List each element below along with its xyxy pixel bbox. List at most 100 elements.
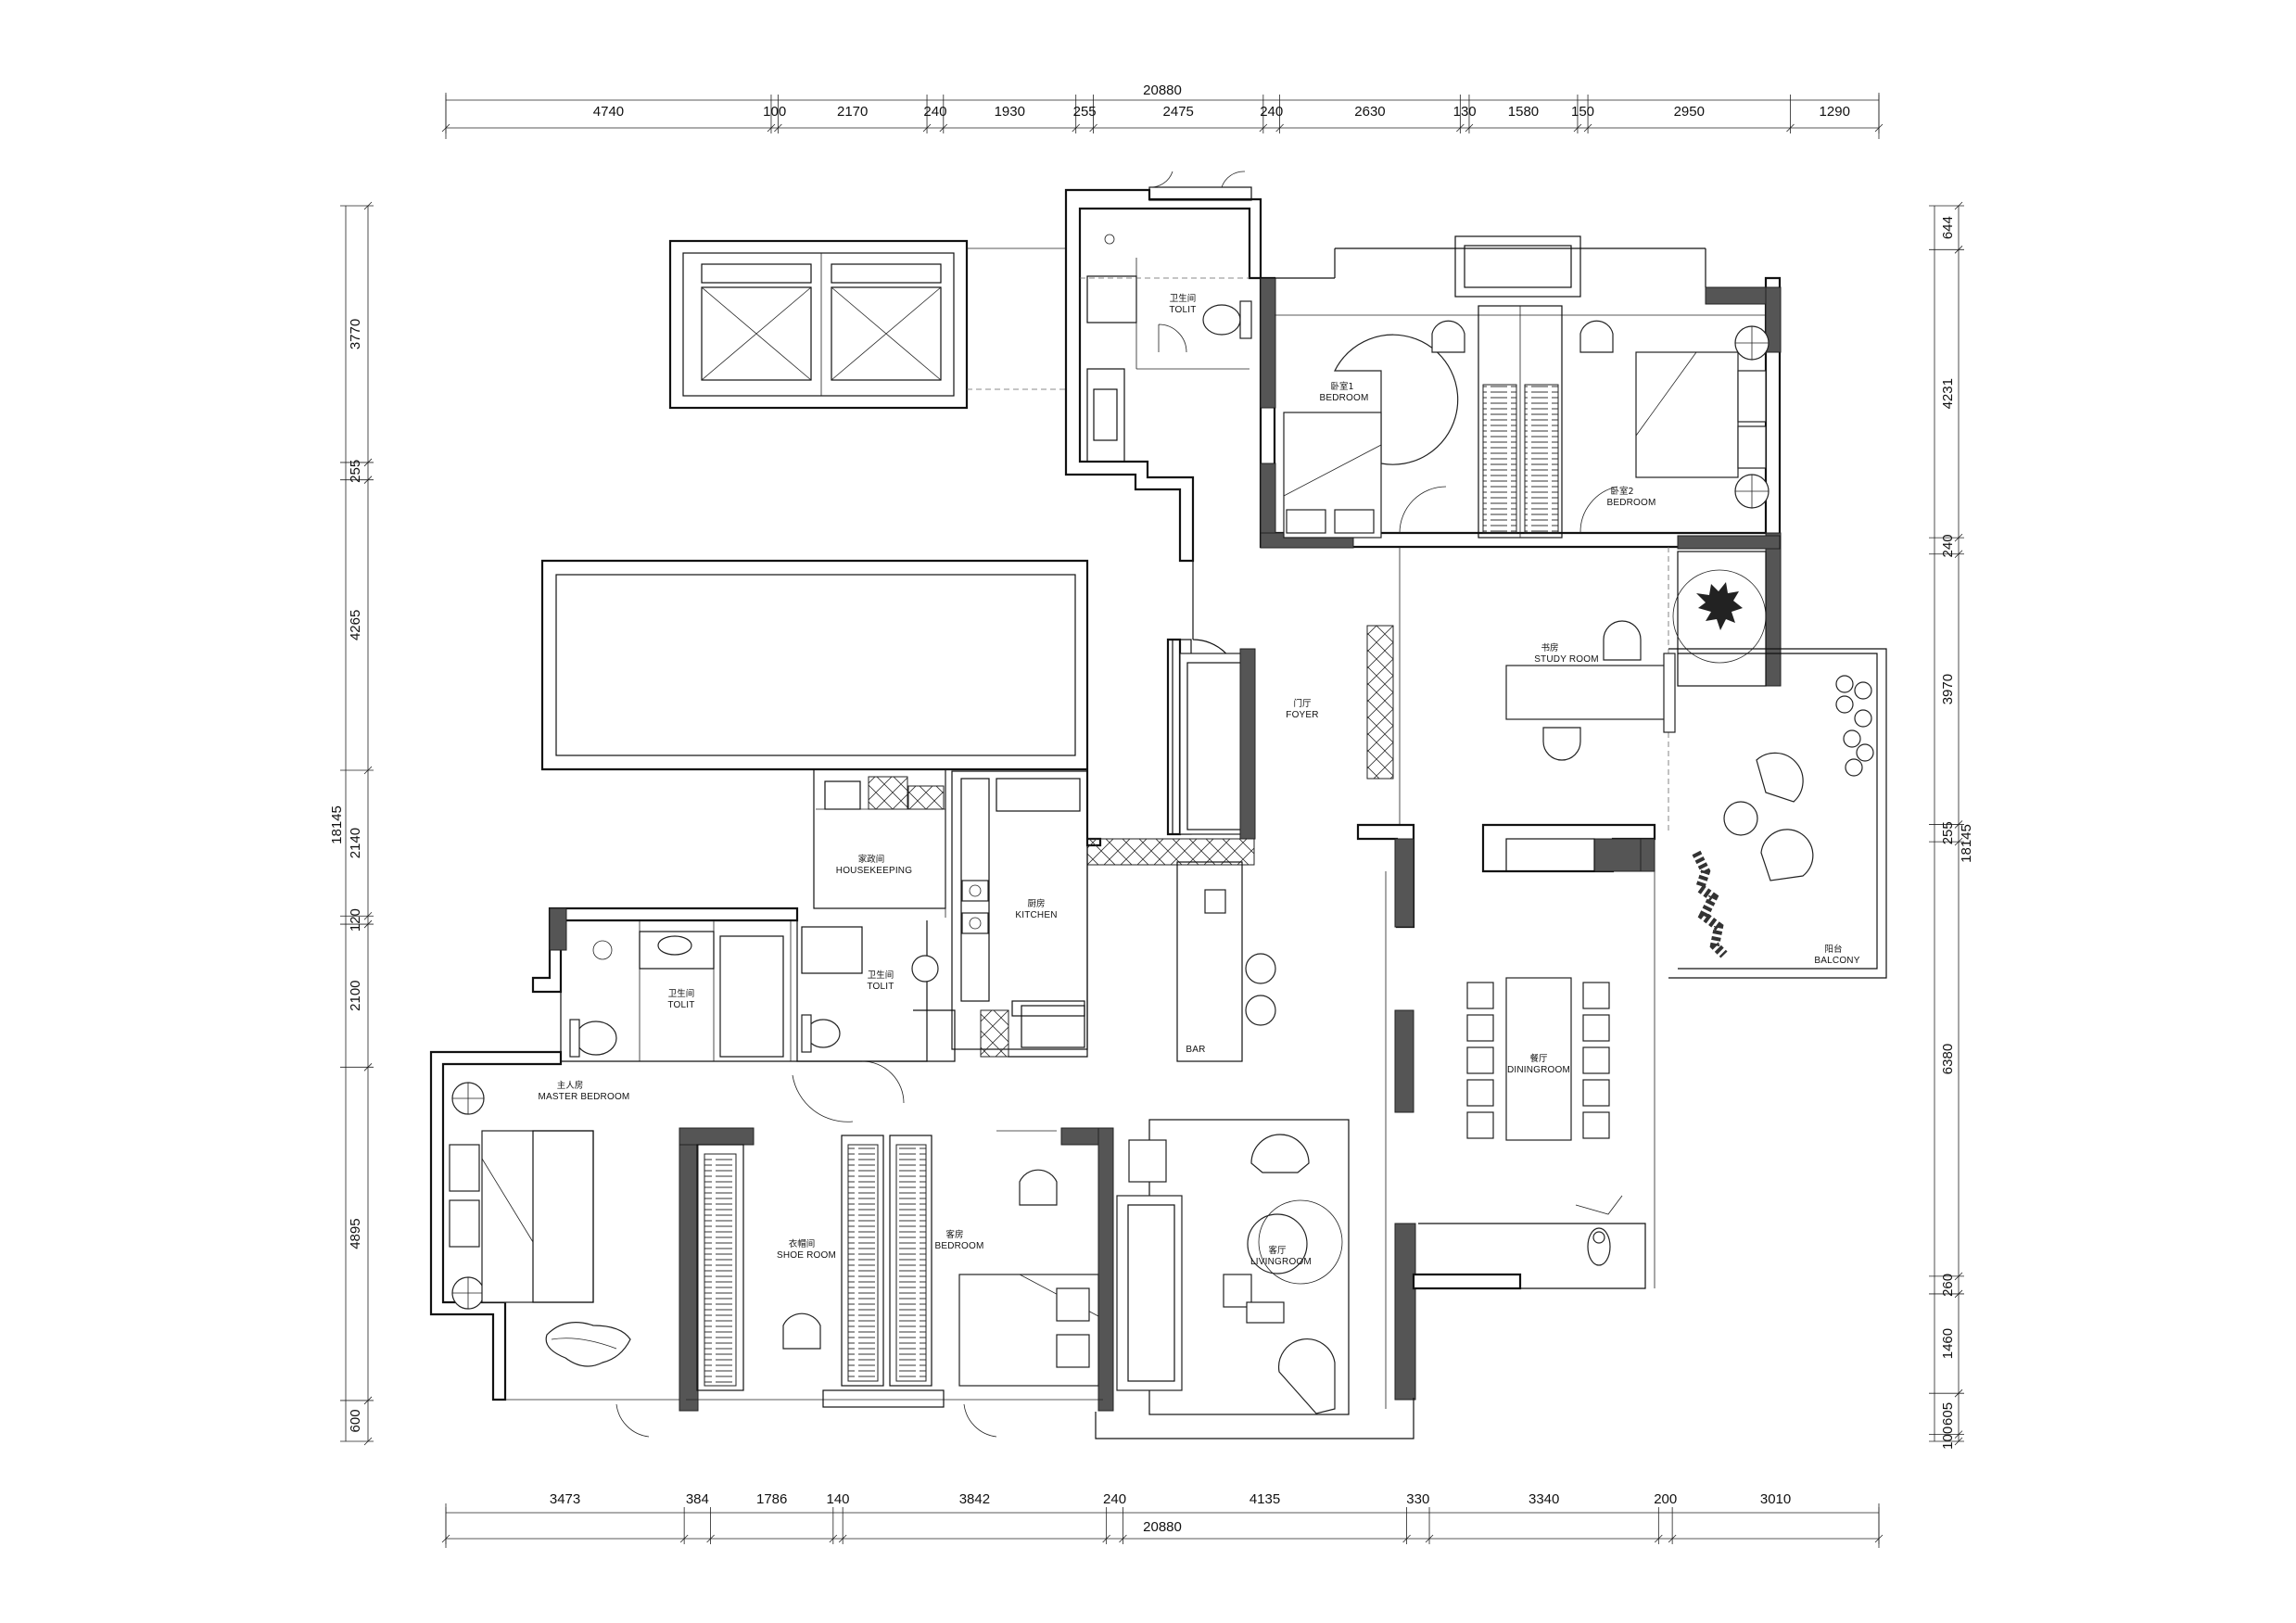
dimension-tick: [363, 766, 373, 775]
dimension-tick: [1583, 123, 1592, 133]
dimension-tick: [922, 123, 932, 133]
dimension-tick: [1072, 123, 1080, 133]
label-toilet-mid-en: TOLIT: [867, 982, 894, 992]
dimension-tick: [1874, 123, 1884, 133]
label-master-cn: 主人房: [557, 1080, 584, 1091]
dim-top-label: 150: [1571, 104, 1594, 120]
dim-left-label: 3770: [348, 319, 363, 349]
dim-left-label: 2140: [348, 828, 363, 858]
dim-right-label: 255: [1940, 821, 1956, 844]
dim-right-label: 6380: [1940, 1044, 1956, 1074]
dim-top-label: 4740: [593, 104, 624, 120]
dimension-tick: [774, 123, 782, 133]
label-housekeeping-en: HOUSEKEEPING: [836, 866, 912, 876]
dimension-tick: [1954, 246, 1963, 254]
dimension-tick: [1954, 550, 1963, 559]
dimension-tick: [1786, 123, 1795, 133]
dim-top-label: 1580: [1508, 104, 1539, 120]
label-study-cn: 书房: [1541, 642, 1558, 653]
toilet-top-area: 卫生间 TOLIT: [1064, 171, 1262, 563]
housekeeping-kitchen: 家政间 HOUSEKEEPING 厨房 KITCHEN: [802, 768, 1088, 1058]
label-bedroom2-cn: 卧室2: [1610, 486, 1633, 497]
dimension-tick: [363, 911, 373, 920]
dimension-tick: [1089, 123, 1097, 133]
dim-right-label: 644: [1940, 216, 1956, 239]
dimension-tick: [829, 1534, 838, 1543]
dining-area: 餐厅 DININGROOM: [1356, 823, 1656, 1409]
dim-right-label: 100: [1940, 1426, 1956, 1450]
label-bedroom1-cn: 卧室1: [1330, 381, 1353, 392]
dimension-tick: [363, 475, 373, 484]
dim-left-label: 2100: [348, 980, 363, 1010]
dim-bottom-label: 140: [826, 1491, 849, 1507]
dim-top-label: 100: [763, 104, 786, 120]
dim-top-label: 2170: [837, 104, 868, 120]
dim-right-label: 1460: [1940, 1328, 1956, 1359]
person-icon: [1575, 1195, 1623, 1266]
label-balcony-cn: 阳台: [1824, 944, 1842, 955]
dimension-tick: [1573, 123, 1582, 133]
dim-top-overall: 20880: [1143, 82, 1182, 98]
void-block: [540, 559, 1102, 847]
dim-bottom-label: 3842: [959, 1491, 990, 1507]
elevator-shafts: [668, 239, 1078, 410]
plant-icon: [1692, 850, 1728, 958]
plant-icon: [1672, 569, 1767, 664]
dimension-tick: [1259, 123, 1268, 133]
dim-right-overall: 18145: [1959, 824, 1974, 863]
foyer-area: 门厅 FOYER: [1086, 561, 1319, 866]
dim-bottom-label: 330: [1406, 1491, 1429, 1507]
dimension-tick: [1465, 123, 1474, 133]
dimension-tick: [1954, 1430, 1963, 1439]
dim-bottom-label: 240: [1103, 1491, 1126, 1507]
label-toilet-left-en: TOLIT: [667, 1000, 694, 1010]
dimension-tick: [1119, 1534, 1127, 1543]
dimension-tick: [1954, 837, 1963, 846]
bedrooms-top: 卧室1 BEDROOM 卧室2 BEDROOM: [1259, 235, 1782, 687]
label-toilet-left-cn: 卫生间: [668, 988, 695, 999]
dimension-tick: [363, 1396, 373, 1405]
dimension-tick: [1874, 1534, 1884, 1543]
label-bar: BAR: [1186, 1045, 1205, 1055]
dim-left-label: 600: [348, 1409, 363, 1432]
dim-left-label: 4265: [348, 610, 363, 640]
dim-top-label: 130: [1453, 104, 1477, 120]
shoe-guest: 衣帽间 SHOE ROOM 客房 BEDROOM: [615, 1127, 1114, 1438]
dim-right-label: 605: [1940, 1402, 1956, 1426]
dim-right-label: 240: [1940, 534, 1956, 557]
label-kitchen-en: KITCHEN: [1015, 910, 1057, 920]
label-master-en: MASTER BEDROOM: [539, 1092, 630, 1102]
dim-left-label: 4895: [348, 1218, 363, 1249]
dimension-tick: [441, 123, 450, 133]
dim-right-label: 3970: [1940, 674, 1956, 704]
label-living-cn: 客厅: [1268, 1245, 1287, 1256]
dimension-tick: [1275, 123, 1284, 133]
dimension-tick: [1954, 820, 1963, 829]
dimension-tick: [706, 1534, 715, 1543]
dimension-tick: [939, 123, 948, 133]
dimension-tick: [1954, 1289, 1963, 1299]
label-dining-cn: 餐厅: [1529, 1053, 1548, 1064]
dimension-tick: [1954, 533, 1963, 542]
dimension-tick: [363, 919, 373, 929]
dim-top-label: 1930: [995, 104, 1025, 120]
dimension-tick: [363, 458, 373, 467]
dim-right-label: 4231: [1940, 378, 1956, 409]
label-foyer-cn: 门厅: [1293, 698, 1312, 709]
dimension-tick: [1954, 201, 1963, 210]
dimension-tick: [441, 1534, 450, 1543]
label-balcony-en: BALCONY: [1814, 956, 1859, 966]
toilets-lower: 卫生间 TOLIT 卫生间 TOLIT: [531, 907, 956, 1122]
dim-bottom-label: 4135: [1249, 1491, 1280, 1507]
dim-bottom-overall: 20880: [1143, 1519, 1182, 1535]
dimension-tick: [1954, 1437, 1963, 1446]
label-foyer-en: FOYER: [1286, 710, 1318, 720]
label-toilet-top-cn: 卫生间: [1170, 293, 1197, 304]
dimension-tick: [1954, 1388, 1963, 1398]
label-toilet-mid-cn: 卫生间: [868, 970, 894, 981]
label-guest-cn: 客房: [945, 1229, 963, 1240]
label-bedroom1-en: BEDROOM: [1319, 393, 1368, 403]
dimension-tick: [1102, 1534, 1110, 1543]
